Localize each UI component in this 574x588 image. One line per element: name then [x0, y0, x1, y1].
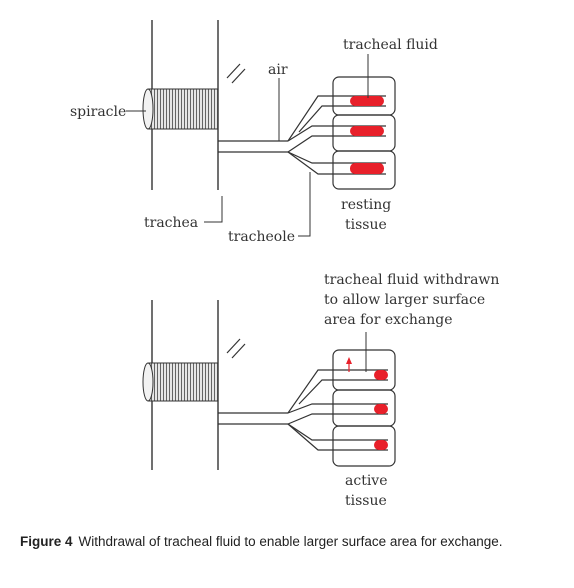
tracheal-fluid-label: tracheal fluid: [343, 37, 438, 53]
bottom-spiracle: [142, 362, 219, 402]
top-tracheole-leader: [298, 172, 311, 237]
withdrawn-label-line1: tracheal fluid withdrawn: [324, 272, 499, 288]
active-tissue-label-line2: tissue: [345, 493, 387, 509]
bottom-tracheole-branches: [287, 369, 388, 451]
bottom-panel: tracheal fluid withdrawn to allow larger…: [142, 272, 499, 509]
withdrawal-arrow-icon: [346, 357, 352, 372]
resting-tissue-label-line2: tissue: [345, 217, 387, 233]
tracheole-label: tracheole: [228, 229, 295, 245]
withdrawn-label-line2: to allow larger surface: [324, 292, 485, 308]
resting-tissue-label-line1: resting: [341, 197, 391, 213]
spiracle-label: spiracle: [70, 104, 126, 120]
top-break-mark: [226, 63, 241, 79]
active-tissue-label-line1: active: [345, 473, 388, 489]
top-tissue-blocks: [332, 76, 396, 190]
top-trachea-leader: [204, 196, 223, 223]
air-label: air: [268, 62, 288, 78]
trachea-label: trachea: [144, 215, 198, 231]
bottom-tissue-blocks: [332, 349, 396, 467]
bottom-tracheal-fluid: [374, 370, 388, 450]
caption-text: Withdrawal of tracheal fluid to enable l…: [78, 534, 503, 549]
figure-caption: Figure 4 Withdrawal of tracheal fluid to …: [20, 532, 540, 551]
withdrawn-label-line3: area for exchange: [324, 312, 453, 328]
figure-number: Figure 4: [20, 534, 73, 549]
bottom-break-mark: [231, 343, 246, 359]
top-panel: tracheal fluid air spiracle trachea trac…: [70, 20, 438, 245]
top-break-mark: [231, 68, 246, 84]
top-tracheal-fluid: [350, 96, 384, 174]
top-spiracle: [142, 88, 219, 130]
bottom-break-mark: [226, 338, 241, 354]
